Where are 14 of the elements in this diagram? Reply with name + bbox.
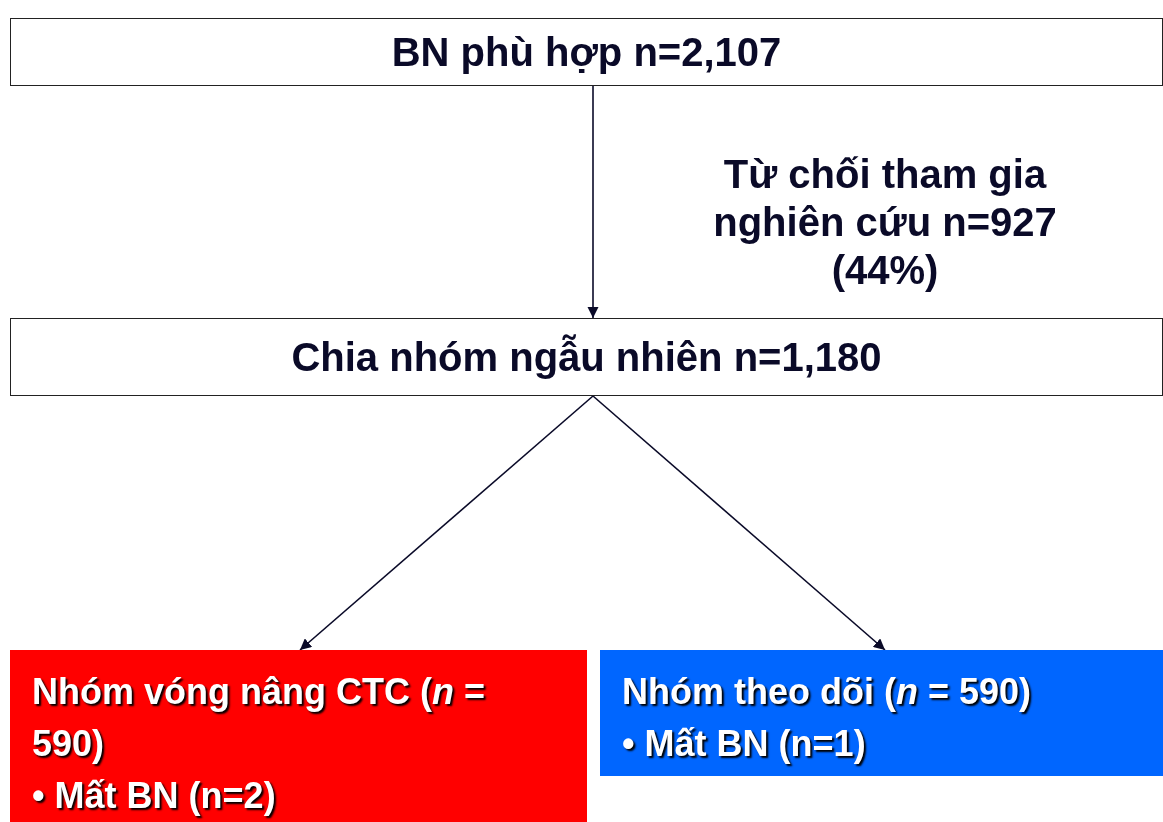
box-title: Chia nhóm ngẫu nhiên n=1,180 bbox=[291, 334, 882, 380]
box-title: Nhóm theo dõi (n = 590) bbox=[622, 670, 1032, 714]
arrow bbox=[587, 85, 599, 319]
note-text: Từ chối tham gia nghiên cứu n=927 (44%) bbox=[712, 151, 1058, 294]
box-title: BN phù hợp n=2,107 bbox=[391, 29, 782, 75]
group-box bbox=[10, 650, 587, 822]
box-title: Nhóm vóng nâng CTC (n = 590) bbox=[32, 670, 486, 766]
process-box bbox=[10, 18, 1163, 86]
group-box bbox=[600, 650, 1163, 776]
arrow bbox=[592, 395, 886, 651]
bullet-item: • Mất BN (n=2) bbox=[32, 774, 276, 818]
process-box bbox=[10, 318, 1163, 396]
arrow bbox=[299, 395, 594, 651]
bullet-item: • Mất BN (n=1) bbox=[622, 722, 866, 766]
